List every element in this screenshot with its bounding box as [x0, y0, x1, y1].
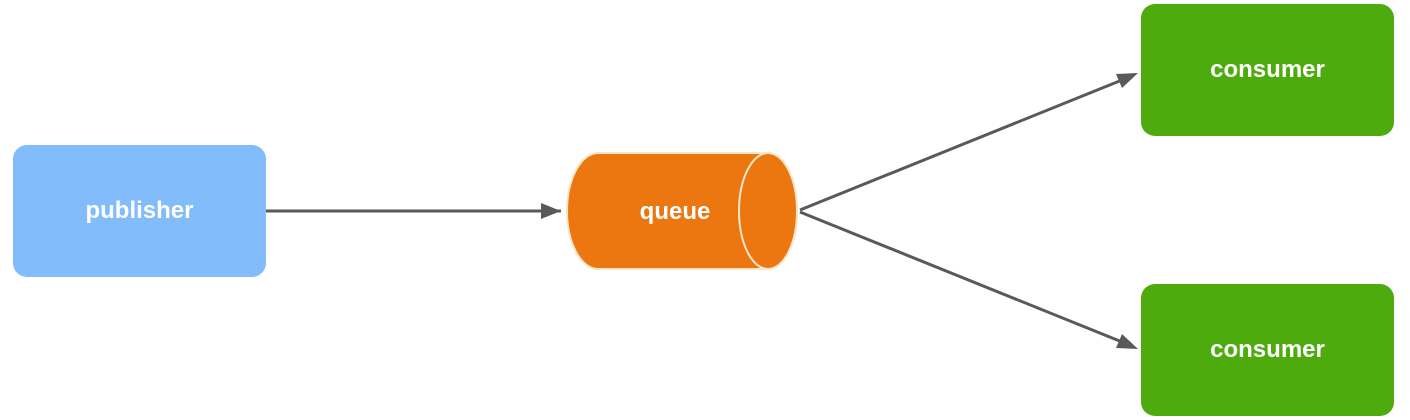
- queue-cylinder-cap: [738, 152, 798, 270]
- consumer-node-top: consumer: [1141, 4, 1394, 136]
- arrowhead-icon: [541, 203, 561, 219]
- consumer-label-bottom: consumer: [1210, 336, 1325, 363]
- queue-label: queue: [639, 198, 711, 225]
- publisher-node: publisher: [13, 145, 266, 277]
- arrow-queue-to-consumer-bottom: [799, 210, 1128, 346]
- publisher-label: publisher: [85, 197, 194, 224]
- arrowhead-icon: [1116, 334, 1138, 349]
- arrowhead-icon: [1116, 73, 1138, 88]
- queue-label-wrap: queue: [600, 192, 750, 232]
- consumer-node-bottom: consumer: [1141, 284, 1394, 416]
- queue-node: [566, 152, 798, 270]
- arrow-queue-to-consumer-top: [799, 76, 1128, 212]
- consumer-label-top: consumer: [1210, 56, 1325, 83]
